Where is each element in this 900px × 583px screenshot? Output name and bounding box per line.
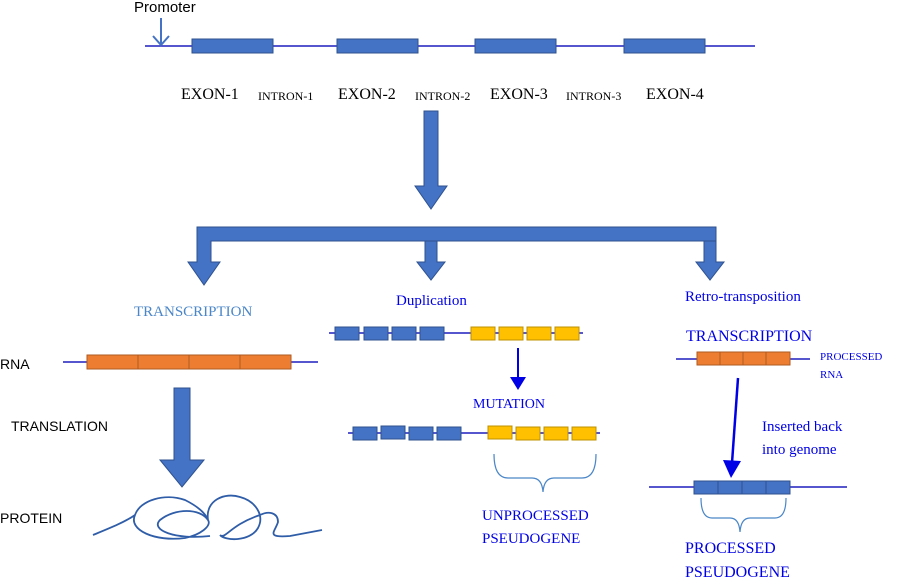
processed-pseudogene-line2: PSEUDOGENE [685, 564, 790, 581]
protein-label: PROTEIN [0, 510, 63, 526]
exon-2-label: EXON-2 [338, 86, 396, 103]
translation-label: TRANSLATION [11, 418, 108, 434]
right-branch [649, 351, 847, 533]
intron-3-label: INTRON-3 [566, 89, 622, 103]
branch-bar [187, 226, 717, 286]
exon-4-box [623, 38, 706, 54]
processed-rna-line1: PROCESSED [820, 351, 883, 363]
exon-1-box [191, 38, 274, 54]
gene-structure [145, 18, 755, 54]
exon-1-label: EXON-1 [181, 86, 239, 103]
left-branch [63, 354, 323, 541]
exon-3-box [474, 38, 557, 54]
intron-2-label: INTRON-2 [415, 89, 471, 103]
branch-middle-arrow [415, 240, 447, 281]
promoter-arrow-icon [152, 18, 170, 47]
rna-label: RNA [0, 356, 30, 372]
unprocessed-brace [493, 453, 597, 493]
mutation-arrow-icon [510, 348, 526, 390]
inserted-back-line2: into genome [762, 442, 837, 458]
processed-pseudogene-line1: PROCESSED [685, 540, 776, 557]
inserted-back-line1: Inserted back [762, 419, 843, 435]
translation-arrow [158, 387, 206, 488]
right-transcription-label: TRANSCRIPTION [686, 328, 813, 345]
left-transcription-label: TRANSCRIPTION [134, 304, 253, 320]
protein-squiggle [92, 494, 323, 541]
unprocessed-pseudogene-line1: UNPROCESSED [482, 508, 589, 524]
exon-4-label: EXON-4 [646, 86, 704, 103]
retro-transposition-label: Retro-transposition [685, 289, 801, 305]
processed-rna-line2: RNA [820, 369, 844, 381]
main-down-arrow [414, 110, 448, 210]
processed-brace [700, 497, 787, 533]
branch-right-arrow [694, 240, 726, 281]
intron-1-label: INTRON-1 [258, 89, 314, 103]
mutation-label: MUTATION [473, 397, 545, 412]
duplication-label: Duplication [396, 293, 467, 309]
promoter-label: Promoter [134, 0, 196, 16]
unprocessed-pseudogene-line2: PSEUDOGENE [482, 531, 581, 547]
exon-3-label: EXON-3 [490, 86, 548, 103]
exon-2-box [336, 38, 419, 54]
middle-branch [329, 326, 600, 493]
insertion-arrow-icon [723, 377, 741, 478]
flow-arrows [187, 110, 726, 286]
